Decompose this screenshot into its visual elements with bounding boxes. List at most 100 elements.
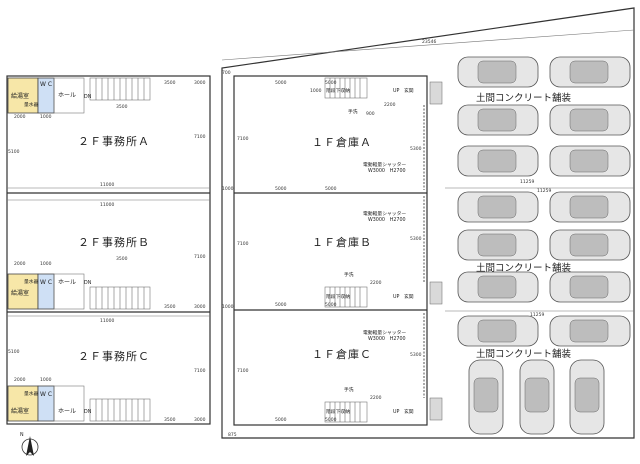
dim-wh-b-left: 1000 xyxy=(222,304,234,310)
car-icon xyxy=(549,229,631,261)
car-icon xyxy=(569,359,605,435)
dim-office-a-side: 5100 xyxy=(8,149,20,155)
office-a-meter: 量水器 xyxy=(24,101,39,108)
dim-wh-a-900: 900 xyxy=(366,111,375,117)
office-a-wc: W C xyxy=(40,81,52,88)
office-a-core: 給湯室 量水器 W C ホール DN xyxy=(7,77,151,114)
dim-wh-a-1: 5000 xyxy=(275,80,287,86)
warehouse-c-size: W3000 H2700 xyxy=(368,336,406,342)
car-icon xyxy=(457,104,539,136)
warehouse-b-up: UP xyxy=(393,294,400,300)
dim-stair-c: 3500 xyxy=(164,417,176,423)
dim-wc-b: 1000 xyxy=(40,261,52,267)
dim-wh-a-4: 5000 xyxy=(325,186,337,192)
car-icon xyxy=(468,359,504,435)
warehouse-b-entrance: 玄関 xyxy=(404,293,414,300)
dim-kyuto-b: 2000 xyxy=(14,261,26,267)
dim-wh-c-2200: 2200 xyxy=(370,395,382,401)
dim-wh-bottom: 875 xyxy=(228,432,237,438)
car-icon xyxy=(549,145,631,177)
warehouse-a-shutter: 電動軽量シャッター xyxy=(363,161,406,168)
warehouse-c-entrance: 玄関 xyxy=(404,408,414,415)
dim-parking-1: 11259 xyxy=(520,179,534,185)
parking-label-1: 土間コンクリート舗装 xyxy=(476,92,572,104)
site-parking: 23546 11259 11259 11259 土間コンクリート舗装 土間コンク… xyxy=(221,7,635,439)
dim-wh-c-2: 5000 xyxy=(325,417,337,423)
compass-label: N xyxy=(20,432,24,438)
dim-office-c-width: 11000 xyxy=(100,318,114,324)
dim-parking-2: 11259 xyxy=(537,188,551,194)
office-b-dn: DN xyxy=(84,280,92,286)
car-icon xyxy=(457,229,539,261)
car-icon xyxy=(457,145,539,177)
car-icon xyxy=(457,271,539,303)
dim-stair-a: 3500 xyxy=(164,80,176,86)
office-a-dn: DN xyxy=(84,94,92,100)
dim-stair-b-2: 3500 xyxy=(116,256,128,262)
office-a-kyuto: 給湯室 xyxy=(11,92,29,100)
dim-office-a-top: 3000 xyxy=(194,80,206,86)
dim-parking-3: 11259 xyxy=(530,312,544,318)
car-icon xyxy=(457,191,539,223)
dim-wc-c: 1000 xyxy=(40,377,52,383)
warehouse-c-counter: 階段下収納 xyxy=(326,408,350,415)
dim-wh-b-side: 7100 xyxy=(237,241,249,247)
dim-wh-top-left: 700 xyxy=(222,70,231,76)
warehouse-c-up: UP xyxy=(393,409,400,415)
office-b-name: ２Ｆ事務所Ｂ xyxy=(78,235,150,249)
dim-stair-b: 3500 xyxy=(164,304,176,310)
warehouse-a-size: W3000 H2700 xyxy=(368,168,406,174)
compass-icon: N xyxy=(20,432,39,456)
dim-wh-c-side: 7100 xyxy=(237,368,249,374)
office-a-name: ２Ｆ事務所Ａ xyxy=(78,134,150,148)
dim-wh-b-right: 5300 xyxy=(410,236,422,242)
office-b-core: 給湯室 量水器 W C ホール DN xyxy=(7,273,151,310)
dim-wh-a-3: 5000 xyxy=(275,186,287,192)
car-icon xyxy=(457,56,539,88)
office-c-core: 給湯室 量水器 W C ホール DN xyxy=(7,385,151,422)
car-icon xyxy=(519,359,555,435)
office-a-hall: ホール xyxy=(58,92,76,99)
dim-office-c-side: 5100 xyxy=(8,349,20,355)
dim-wh-a-2200: 2200 xyxy=(384,102,396,108)
dim-stair-a-2: 3500 xyxy=(116,104,128,110)
warehouse-b-name: １Ｆ倉庫Ｂ xyxy=(312,235,372,249)
office-block: 11000 11000 11000 7100 7100 7100 5100 51… xyxy=(6,75,211,456)
car-icon xyxy=(549,104,631,136)
dim-wh-c-1: 5000 xyxy=(275,417,287,423)
dim-office-c-bottom: 3000 xyxy=(194,417,206,423)
warehouse-a-name: １Ｆ倉庫Ａ xyxy=(312,135,372,149)
warehouse-b-counter: 階段下収納 xyxy=(326,293,350,300)
dim-wh-b-2200: 2200 xyxy=(370,280,382,286)
dim-office-a-depth: 7100 xyxy=(194,134,206,140)
office-c-name: ２Ｆ事務所Ｃ xyxy=(78,349,150,363)
office-b-meter: 量水器 xyxy=(24,278,39,285)
car-icon xyxy=(549,315,631,347)
dim-wh-a-1000: 1000 xyxy=(310,88,322,94)
warehouse-a-entrance: 玄関 xyxy=(404,87,414,94)
car-icon xyxy=(457,315,539,347)
warehouse-b-size: W3000 H2700 xyxy=(368,217,406,223)
car-icon xyxy=(549,271,631,303)
car-icon xyxy=(549,56,631,88)
warehouse-block: 5000 5000 5000 5000 5000 5000 5000 5000 … xyxy=(222,70,443,438)
car-icon xyxy=(549,191,631,223)
office-b-wc: W C xyxy=(40,279,52,286)
dim-wh-a-2: 5000 xyxy=(325,80,337,86)
dim-office-b-depth: 7100 xyxy=(194,254,206,260)
warehouse-a-wash: 手洗 xyxy=(348,108,358,115)
warehouse-a-up: UP xyxy=(393,88,400,94)
dim-kyuto-c: 2000 xyxy=(14,377,26,383)
warehouse-a-entry: 階段下収納 手洗 UP 玄関 2200 900 1000 xyxy=(310,77,443,117)
dim-wh-a-side: 7100 xyxy=(237,136,249,142)
dim-kyuto-a: 2000 xyxy=(14,114,26,120)
warehouse-c-name: １Ｆ倉庫Ｃ xyxy=(312,347,372,361)
warehouse-c-shutter: 電動軽量シャッター xyxy=(363,329,406,336)
dim-wh-c-right: 5300 xyxy=(410,352,422,358)
office-c-kyuto: 給湯室 xyxy=(11,407,29,415)
office-c-hall: ホール xyxy=(58,408,76,415)
dim-wh-a-left: 1000 xyxy=(222,186,234,192)
dim-wh-b-2: 5000 xyxy=(325,302,337,308)
dim-office-a-width: 11000 xyxy=(100,182,114,188)
warehouse-a-counter: 階段下収納 xyxy=(326,87,350,94)
